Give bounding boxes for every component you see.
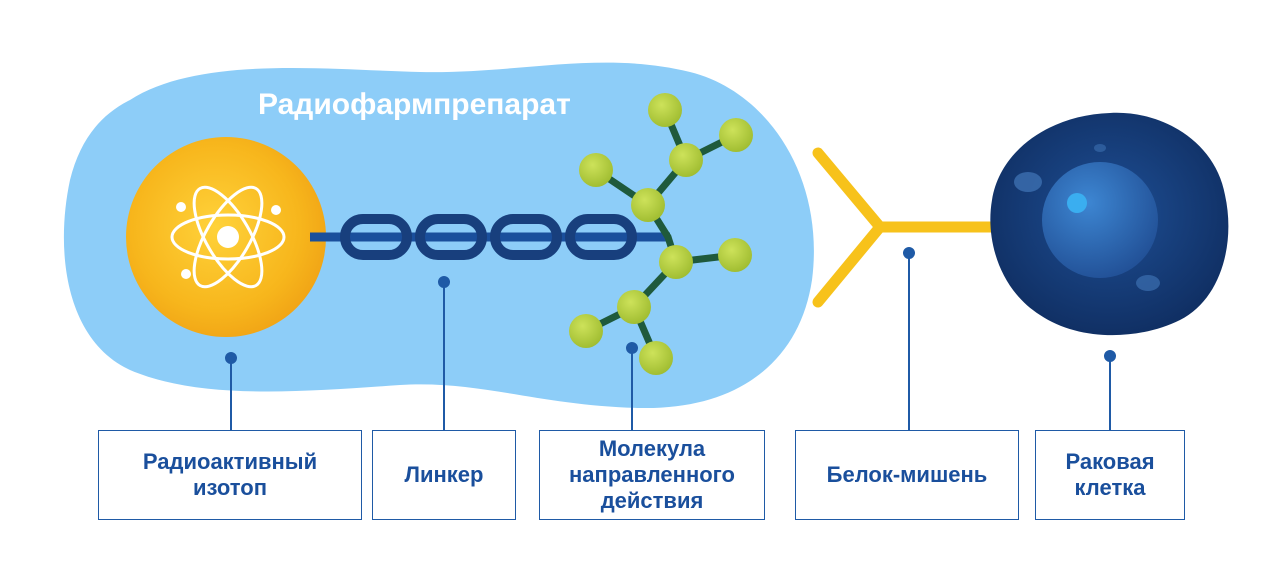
label-targeting-molecule: Молекула направленного действия xyxy=(539,430,765,520)
chain-linker xyxy=(310,214,670,260)
label-radioactive-isotope: Радиоактивный изотоп xyxy=(98,430,362,520)
connectors xyxy=(225,247,1116,430)
atom-icon xyxy=(170,185,286,289)
diagram-title: Радиофармпрепарат xyxy=(258,88,571,121)
label-linker: Линкер xyxy=(372,430,516,520)
cancer-cell xyxy=(990,112,1229,336)
label-cancer-cell: Раковая клетка xyxy=(1035,430,1185,520)
label-target-protein: Белок-мишень xyxy=(795,430,1019,520)
antibody-y-shape xyxy=(812,147,1006,308)
molecule-structure xyxy=(569,93,753,375)
